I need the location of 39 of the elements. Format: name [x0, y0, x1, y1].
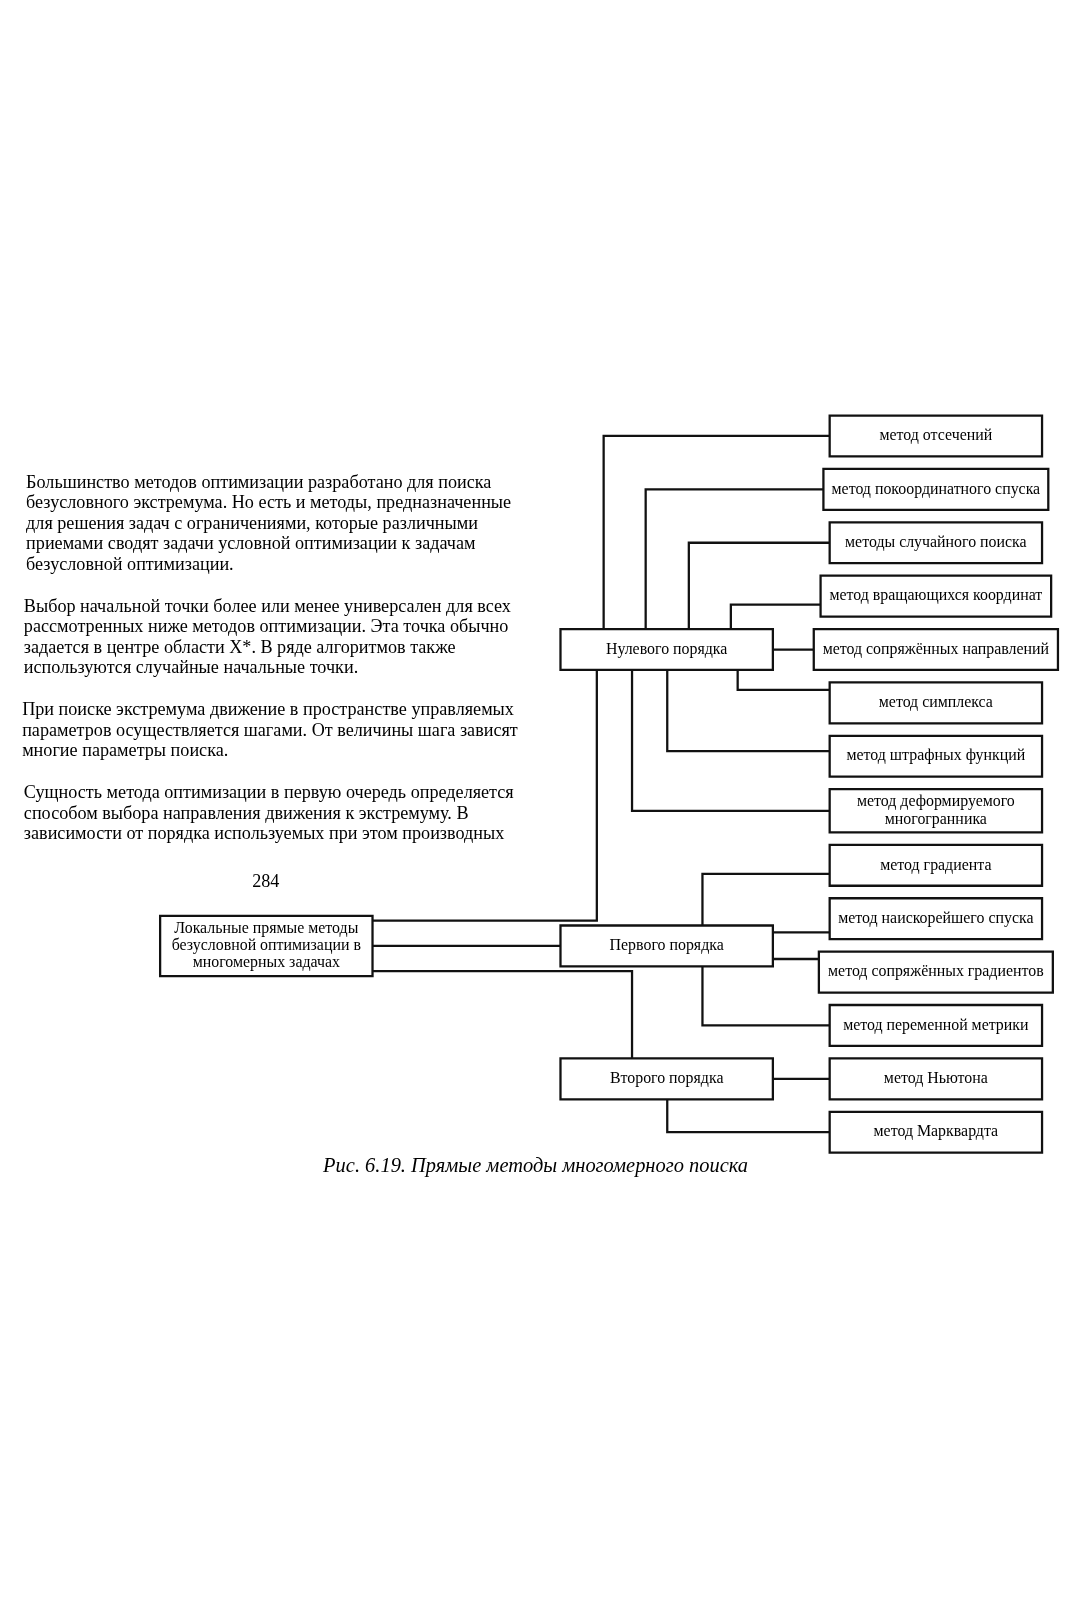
connector	[687, 541, 830, 629]
connector	[773, 957, 819, 961]
node-box: метод градиента	[828, 843, 1044, 887]
caption: Рис. 6.19. Прямые методы многомерного поиска	[323, 1154, 749, 1177]
connector	[773, 1077, 830, 1080]
connector	[773, 648, 814, 651]
node-box: метод сопряжённых направлений	[812, 627, 1060, 672]
node-box: метод Ньютона	[828, 1057, 1044, 1101]
connector	[372, 670, 598, 922]
node-box: Второго порядка	[559, 1057, 774, 1101]
label: 284	[252, 870, 280, 891]
label: Сущность метода оптимизации в первую очередь определяется способом выбора направления движения к экстремуму. В зависимости от порядка используемых при этом производных	[23, 782, 514, 843]
node-box: метод сопряжённых градиентов	[817, 950, 1054, 994]
node-box: метод вращающихся координат	[819, 574, 1053, 618]
label: При поиске экстремума движение в пространстве управляемых параметров осуществляется шагами. От величины шага зависят многие параметры поиска.	[22, 699, 518, 761]
connector	[630, 670, 830, 812]
node-box: Нулевого порядка	[559, 627, 774, 672]
node-box: Локальные прямые методы безусловной оптимизации в многомерных задачах	[159, 914, 374, 978]
connector	[701, 966, 830, 1027]
label: Большинство методов оптимизации разработано для поиска безусловного экстремума. Но есть и методы, предназначенные для решения задач с ограничениями, которые различными приемами сводят задачи условной оптимизации к задачам безусловной оптимизации.	[26, 472, 512, 574]
node-box: метод штрафных функций	[828, 734, 1044, 778]
connector	[666, 1099, 830, 1134]
connector	[372, 944, 561, 948]
node-box: Первого порядка	[559, 924, 774, 968]
node-box: метод деформируемого многогранника	[828, 788, 1044, 834]
node-box: метод наискорейшего спуска	[828, 897, 1044, 941]
connector	[773, 931, 830, 934]
connector	[602, 434, 830, 630]
node-box: метод Марквардта	[828, 1110, 1044, 1154]
node-box: метод покоординатного спуска	[822, 467, 1050, 511]
node-box: методы случайного поиска	[828, 521, 1044, 565]
label: Выбор начальной точки более или менее универсален для всех рассмотренных ниже методов оптимизации. Эта точка обычно задается в центре области X*. В ряде алгоритмов также используются случайные начальные точки.	[23, 595, 511, 678]
connector	[701, 872, 830, 926]
connector	[666, 670, 830, 753]
connector	[644, 488, 824, 629]
connector	[372, 970, 634, 1059]
node-box: метод симплекса	[828, 681, 1044, 725]
node-box: метод отсечений	[828, 414, 1044, 458]
node-box: метод переменной метрики	[828, 1003, 1044, 1048]
